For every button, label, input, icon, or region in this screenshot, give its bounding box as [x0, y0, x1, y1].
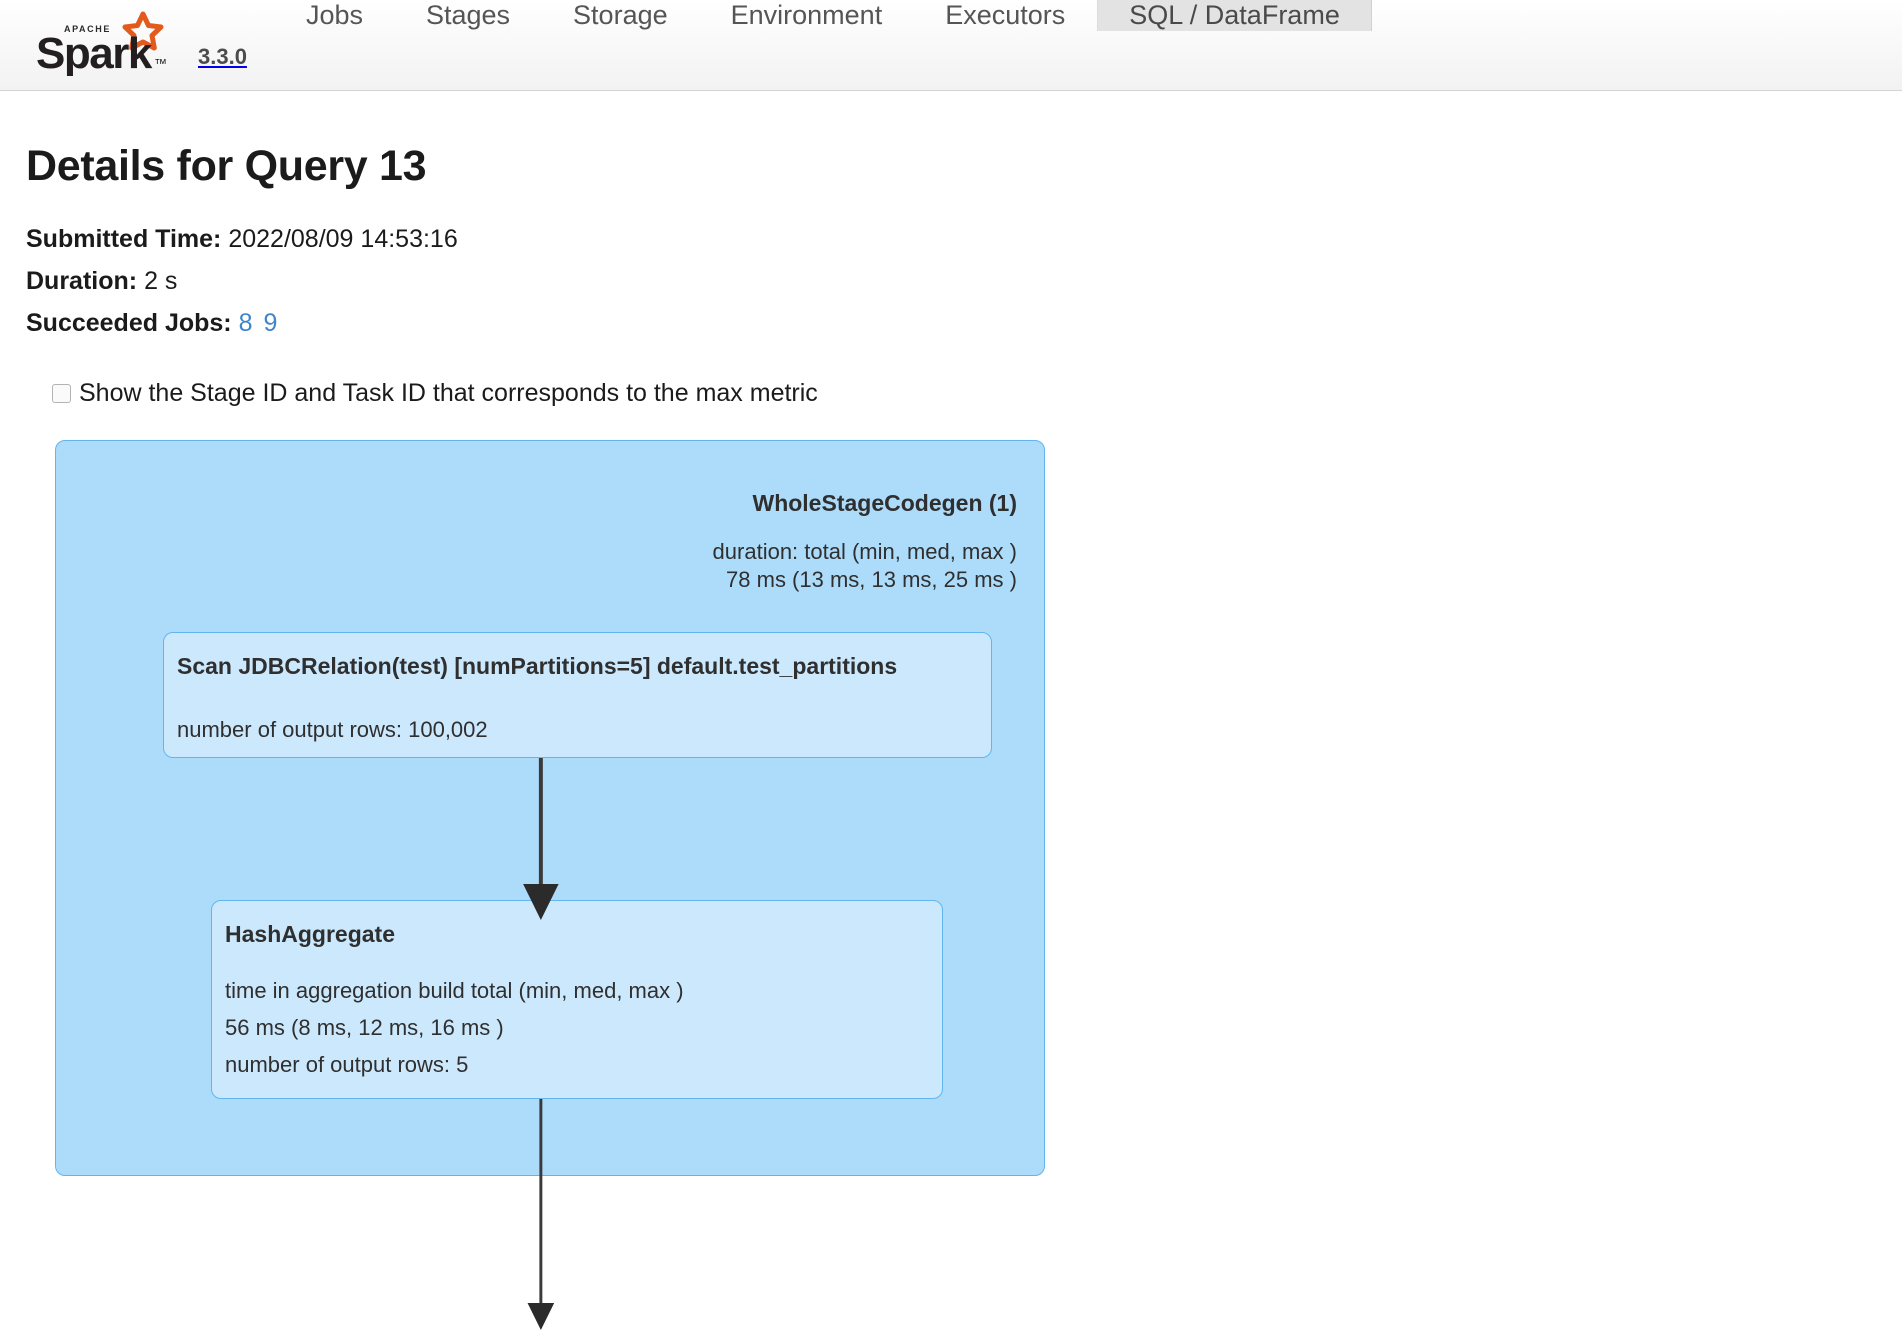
- plan-node-scan[interactable]: Scan JDBCRelation(test) [numPartitions=5…: [163, 632, 992, 758]
- tab-storage[interactable]: Storage: [573, 0, 668, 30]
- top-navbar: APACHE Spark ™ 3.3.0 Jobs Stages Storage…: [0, 0, 1902, 91]
- meta-duration: Duration: 2 s: [26, 260, 1902, 302]
- submitted-time-label: Submitted Time:: [26, 225, 222, 253]
- nav-item-storage: Storage: [542, 0, 700, 90]
- page-content: Details for Query 13 Submitted Time: 202…: [0, 142, 1902, 1330]
- nav-item-environment: Environment: [700, 0, 915, 90]
- whole-stage-codegen-cluster[interactable]: WholeStageCodegen (1) duration: total (m…: [55, 440, 1045, 1176]
- tab-stages[interactable]: Stages: [425, 0, 511, 30]
- duration-label: Duration:: [26, 267, 138, 295]
- plan-node-scan-title: Scan JDBCRelation(test) [numPartitions=5…: [177, 653, 898, 679]
- spark-version-label: 3.3.0: [198, 44, 247, 69]
- succeeded-job-link-8[interactable]: 8: [238, 309, 253, 337]
- show-stage-task-id-label[interactable]: Show the Stage ID and Task ID that corre…: [79, 379, 818, 407]
- nav-item-jobs: Jobs: [275, 0, 395, 90]
- plan-node-hash-aggregate[interactable]: HashAggregate time in aggregation build …: [211, 900, 943, 1099]
- tab-jobs[interactable]: Jobs: [305, 0, 363, 30]
- apache-spark-logo-icon: APACHE Spark ™: [30, 10, 190, 76]
- meta-submitted-time: Submitted Time: 2022/08/09 14:53:16: [26, 218, 1902, 260]
- submitted-time-value: 2022/08/09 14:53:16: [228, 225, 458, 253]
- succeeded-job-link-9[interactable]: 9: [263, 309, 278, 337]
- plan-node-scan-metrics: number of output rows: 100,002: [177, 717, 488, 742]
- nav-tab-list: Jobs Stages Storage Environment Executor…: [275, 0, 1372, 90]
- nav-item-stages: Stages: [395, 0, 542, 90]
- nav-item-executors: Executors: [914, 0, 1097, 90]
- plan-node-hash-aggregate-metrics: time in aggregation build total (min, me…: [225, 978, 684, 1077]
- spark-logo-link[interactable]: APACHE Spark ™ 3.3.0: [0, 0, 247, 90]
- svg-text:Spark: Spark: [36, 29, 153, 76]
- query-meta-list: Submitted Time: 2022/08/09 14:53:16 Dura…: [26, 218, 1902, 344]
- svg-text:APACHE: APACHE: [64, 24, 111, 34]
- cluster-metrics: duration: total (min, med, max ) 78 ms (…: [712, 539, 1017, 592]
- duration-value: 2 s: [144, 267, 178, 295]
- svg-text:™: ™: [154, 56, 167, 71]
- tab-sql-dataframe[interactable]: SQL / DataFrame: [1097, 0, 1372, 31]
- nav-item-sql-dataframe: SQL / DataFrame: [1097, 0, 1372, 90]
- max-metric-checkbox-row: Show the Stage ID and Task ID that corre…: [26, 379, 1902, 408]
- show-stage-task-id-checkbox[interactable]: [52, 384, 71, 403]
- meta-succeeded-jobs: Succeeded Jobs: 8 9: [26, 302, 1902, 344]
- plan-node-hash-aggregate-title: HashAggregate: [225, 921, 395, 947]
- succeeded-jobs-label: Succeeded Jobs:: [26, 309, 232, 337]
- tab-executors[interactable]: Executors: [945, 0, 1066, 30]
- cluster-title: WholeStageCodegen (1): [752, 490, 1017, 516]
- sql-plan-graph: WholeStageCodegen (1) duration: total (m…: [26, 440, 1902, 1330]
- tab-environment[interactable]: Environment: [730, 0, 883, 30]
- page-title: Details for Query 13: [26, 142, 427, 190]
